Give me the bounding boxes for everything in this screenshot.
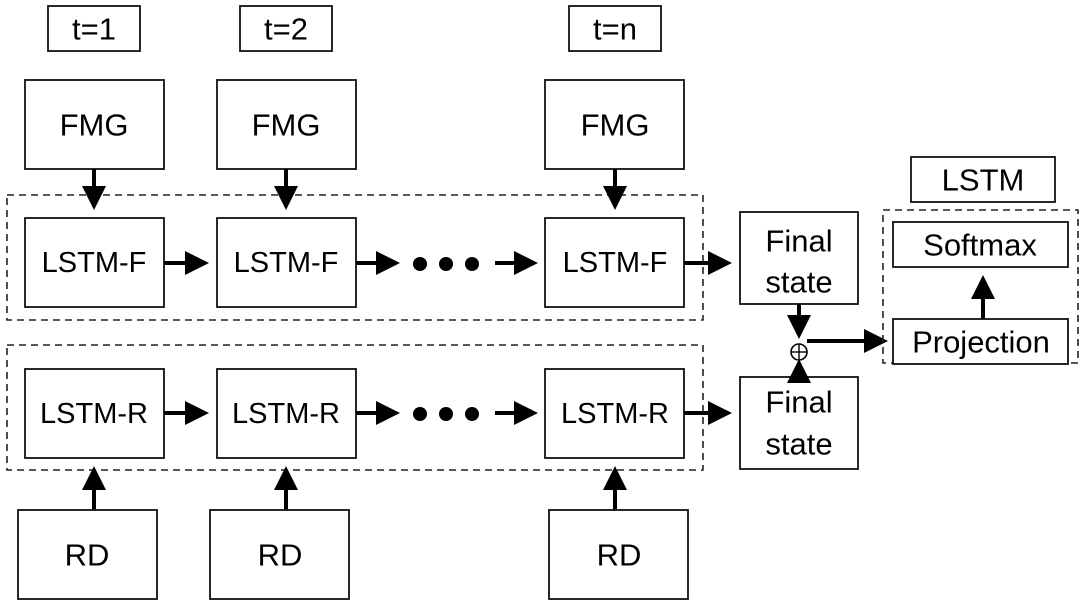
reverse-layer-container <box>6 344 704 471</box>
final-state-line2: state <box>765 427 832 462</box>
projection-label: Projection <box>912 325 1050 360</box>
rd-input-box-tn: RD <box>548 509 689 600</box>
fmg-input-box-t1: FMG <box>24 79 165 170</box>
lstm-f-cell-t2: LSTM-F <box>216 217 357 308</box>
ellipsis-reverse <box>413 407 479 421</box>
lstm-r-cell-t2: LSTM-R <box>216 368 357 459</box>
lstm-r-cell-label: LSTM-R <box>561 398 669 430</box>
ellipsis-forward <box>413 257 479 271</box>
final-state-forward: Final state <box>739 211 859 305</box>
projection-box: Projection <box>892 318 1069 365</box>
forward-layer-container <box>6 194 704 321</box>
rd-input-box-t2: RD <box>209 509 350 600</box>
fmg-input-label: FMG <box>60 108 129 143</box>
lstm-r-cell-label: LSTM-R <box>232 398 340 430</box>
concat-sum-icon <box>790 343 808 361</box>
lstm-r-cell-label: LSTM-R <box>40 398 148 430</box>
time-label-tn-text: t=n <box>593 12 637 47</box>
fmg-input-box-t2: FMG <box>216 79 357 170</box>
lstm-f-cell-t1: LSTM-F <box>24 217 165 308</box>
lstm-f-cell-tn: LSTM-F <box>544 217 685 308</box>
rd-input-label: RD <box>65 538 110 573</box>
final-state-reverse: Final state <box>739 376 859 470</box>
fmg-input-label: FMG <box>581 108 650 143</box>
final-state-line2: state <box>765 265 832 300</box>
softmax-box: Softmax <box>892 221 1069 268</box>
rd-input-label: RD <box>597 538 642 573</box>
fmg-input-label: FMG <box>252 108 321 143</box>
softmax-label: Softmax <box>923 228 1037 263</box>
time-label-t2: t=2 <box>239 5 333 52</box>
rd-input-label: RD <box>258 538 303 573</box>
lstm-f-cell-label: LSTM-F <box>234 247 339 279</box>
lstm-r-cell-tn: LSTM-R <box>544 368 685 459</box>
classifier-title-box: LSTM <box>910 156 1056 203</box>
time-label-t2-text: t=2 <box>264 12 308 47</box>
lstm-r-cell-t1: LSTM-R <box>24 368 165 459</box>
classifier-title: LSTM <box>942 163 1025 198</box>
rd-input-box-t1: RD <box>17 509 158 600</box>
time-label-tn: t=n <box>568 5 662 52</box>
time-label-t1: t=1 <box>47 5 141 52</box>
final-state-line1: Final <box>765 224 832 259</box>
lstm-f-cell-label: LSTM-F <box>563 247 668 279</box>
time-label-t1-text: t=1 <box>72 12 116 47</box>
final-state-line1: Final <box>765 385 832 420</box>
fmg-input-box-tn: FMG <box>544 79 685 170</box>
lstm-f-cell-label: LSTM-F <box>42 247 147 279</box>
